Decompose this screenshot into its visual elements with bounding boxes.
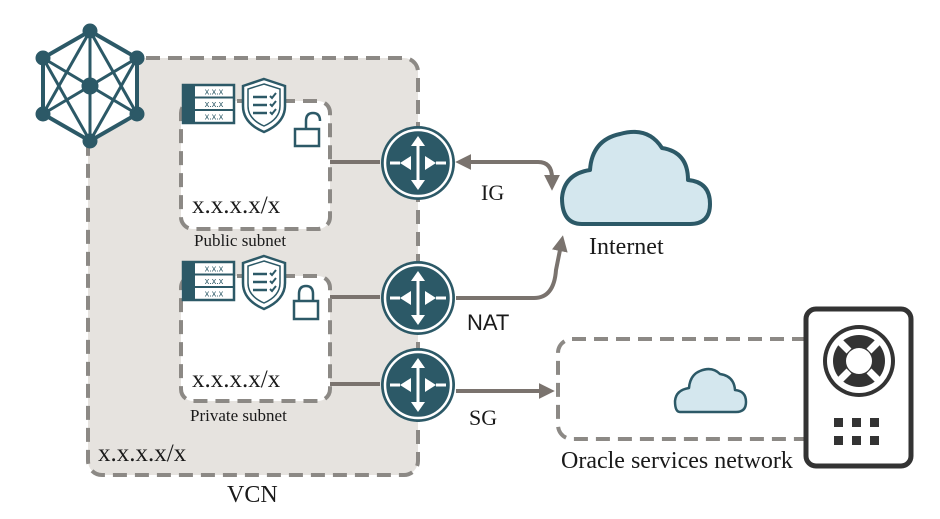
public-subnet-cidr: x.x.x.x/x (192, 192, 281, 219)
public-route-entry: x.x.x (205, 112, 224, 122)
vcn-hexagon-icon (35, 23, 145, 149)
service-gateway-router-icon (381, 348, 455, 422)
private-subnet-label: Private subnet (190, 406, 287, 425)
support-widget[interactable] (803, 306, 914, 469)
public-security-list-shield-icon (241, 77, 287, 134)
public-subnet-label: Public subnet (194, 231, 287, 250)
vcn-label: VCN (227, 482, 278, 508)
public-subnet-box (179, 99, 332, 231)
internet-label: Internet (589, 234, 664, 260)
ig-internet-link (455, 154, 560, 191)
service-gateway-label: SG (469, 405, 498, 430)
private-route-entry: x.x.x (205, 264, 224, 274)
oracle-services-cloud-icon (673, 367, 748, 414)
private-route-entry: x.x.x (205, 276, 224, 286)
private-security-list-shield-icon (241, 254, 287, 311)
grid-menu-icon (834, 418, 879, 445)
public-route-table-icon: x.x.x x.x.x x.x.x (181, 83, 236, 125)
internet-gateway-label: IG (481, 180, 505, 205)
public-route-entry: x.x.x (205, 99, 224, 109)
private-route-entry: x.x.x (205, 289, 224, 299)
locked-padlock-icon (292, 284, 320, 321)
private-subnet-cidr: x.x.x.x/x (192, 366, 281, 393)
private-route-table-icon: x.x.x x.x.x x.x.x (181, 260, 236, 302)
public-route-entry: x.x.x (205, 87, 224, 97)
unlocked-padlock-icon (293, 111, 322, 148)
internet-gateway-router-icon (381, 126, 455, 200)
nat-gateway-router-icon (381, 261, 455, 335)
oracle-services-network-label: Oracle services network (561, 448, 793, 474)
vcn-cidr: x.x.x.x/x (98, 440, 187, 467)
lifebuoy-icon (823, 325, 895, 397)
connectors (330, 154, 568, 399)
nat-internet-link (456, 235, 568, 300)
nat-gateway-label: NAT (467, 310, 510, 335)
internet-cloud-icon (560, 129, 712, 226)
